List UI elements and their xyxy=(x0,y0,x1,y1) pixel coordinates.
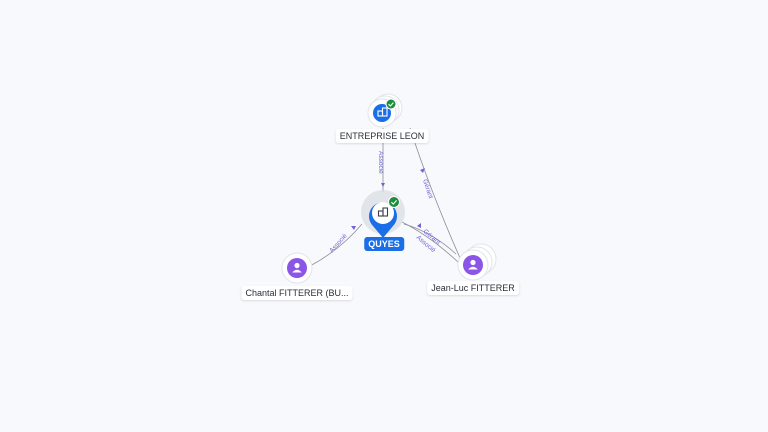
building-icon xyxy=(377,107,388,117)
building-icon xyxy=(377,207,389,217)
edge-label-leon-quyes: Associé xyxy=(377,151,384,174)
node-quyes[interactable] xyxy=(361,190,405,238)
arrow-jeanluc-to-quyes xyxy=(417,223,421,228)
arrow-jeanluc-to-leon xyxy=(420,168,425,173)
node-label-jean-luc[interactable]: Jean-Luc FITTERER xyxy=(427,281,519,295)
person-icon xyxy=(292,262,302,273)
node-label-chantal[interactable]: Chantal FITTERER (BU... xyxy=(241,286,353,300)
node-label-entreprise-leon[interactable]: ENTREPRISE LEON xyxy=(335,129,429,143)
verified-check-icon xyxy=(385,98,397,110)
edge-jeanluc-to-quyes-2[interactable] xyxy=(403,223,457,255)
edge-label-jeanluc-leon: Gérant xyxy=(421,178,434,199)
verified-check-icon xyxy=(388,196,400,208)
edge-arrows xyxy=(351,168,425,230)
arrow-leon-to-quyes xyxy=(381,183,385,187)
person-icon xyxy=(468,259,478,270)
node-entreprise-leon[interactable] xyxy=(367,93,403,128)
node-label-quyes[interactable]: QUYES xyxy=(364,237,404,251)
edge-label-chantal-quyes: Associé xyxy=(328,232,349,254)
node-jean-luc[interactable] xyxy=(457,243,497,281)
arrow-chantal-to-quyes xyxy=(351,226,356,230)
node-chantal[interactable] xyxy=(281,252,313,284)
edge-chantal-to-quyes[interactable] xyxy=(309,223,363,267)
